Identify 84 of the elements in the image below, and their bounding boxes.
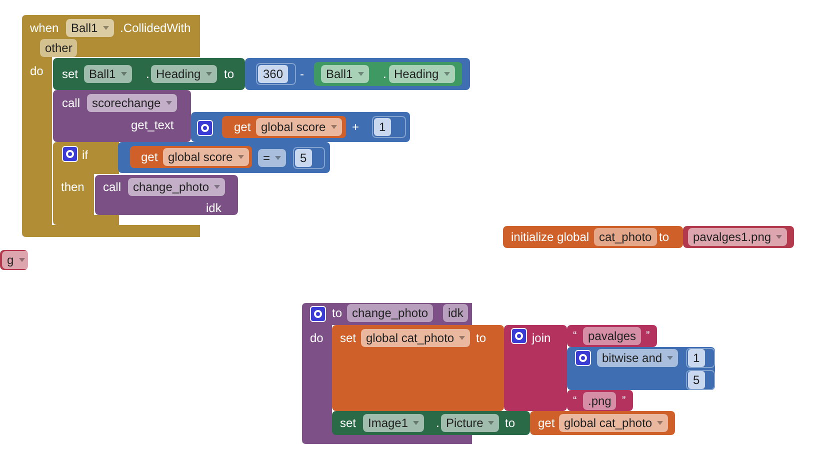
block-keyword: .: [383, 66, 386, 83]
block-keyword: get: [141, 149, 158, 166]
block-keyword: then: [61, 179, 84, 196]
block-keyword: set: [340, 415, 356, 432]
parameter-chip: pavalges: [583, 327, 642, 345]
number-field: 5: [295, 149, 312, 167]
block-keyword: set: [62, 66, 78, 83]
dropdown-field: Ball1: [66, 19, 114, 37]
block-keyword: -: [300, 66, 304, 83]
dropdown-field: =: [258, 149, 286, 167]
code-block: [53, 58, 245, 90]
code-block: [567, 347, 715, 390]
code-block: [293, 147, 325, 169]
block-keyword: .CollidedWith: [120, 20, 191, 37]
quote-mark: “: [573, 394, 577, 409]
code-block: [95, 175, 238, 215]
code-block: [504, 325, 567, 411]
dropdown-field: Ball1: [84, 65, 132, 83]
parameter-chip: .png: [583, 392, 616, 410]
dropdown-field: bitwise and: [597, 349, 678, 367]
block-keyword: to: [505, 415, 516, 432]
dropdown-field: Heading: [151, 65, 217, 83]
code-block: [372, 116, 406, 138]
dropdown-field: global score: [256, 118, 342, 136]
block-keyword: call: [103, 179, 122, 196]
dropdown-field: Heading: [389, 65, 455, 83]
code-block: [686, 370, 715, 390]
quote-mark: “: [573, 329, 577, 344]
block-keyword: get_text: [131, 117, 174, 134]
code-block: [245, 58, 470, 90]
block-keyword: set: [340, 330, 356, 347]
number-field: 5: [688, 371, 705, 389]
dropdown-field: g: [2, 251, 30, 269]
code-block: [503, 226, 683, 248]
code-block: [332, 325, 504, 411]
dropdown-field: global score: [163, 148, 249, 166]
number-field: 1: [374, 118, 391, 136]
block-keyword: get: [234, 119, 251, 136]
number-field: 360: [258, 65, 288, 83]
block-keyword: do: [310, 330, 324, 347]
code-block: [567, 390, 633, 411]
code-block: [191, 112, 410, 142]
block-keyword: do: [30, 63, 44, 80]
block-keyword: when: [30, 20, 59, 37]
block-keyword: to: [659, 229, 670, 246]
dropdown-field: Picture: [441, 414, 500, 432]
block-keyword: join: [532, 330, 551, 347]
block-keyword: .: [146, 66, 150, 83]
dropdown-field: Ball1: [321, 65, 369, 83]
code-block: [118, 142, 330, 173]
block-keyword: to: [476, 330, 486, 347]
code-block: [332, 411, 530, 435]
code-block: [53, 90, 191, 142]
block-keyword: to: [224, 66, 234, 83]
code-block: [683, 226, 794, 248]
block-keyword: if: [82, 147, 88, 164]
dropdown-field: change_photo: [128, 178, 226, 196]
number-field: 1: [688, 349, 705, 367]
dropdown-field: Image1: [363, 414, 424, 432]
block-keyword: .: [436, 415, 440, 432]
dropdown-field: global cat_photo: [361, 329, 470, 347]
parameter-chip: other: [40, 39, 78, 57]
code-block: [256, 63, 296, 85]
code-block: [314, 62, 462, 86]
parameter-chip: cat_photo: [594, 228, 657, 246]
dropdown-field: scorechange: [87, 94, 177, 112]
code-block: [130, 146, 252, 168]
code-block: [530, 411, 675, 435]
c-shaped-code-block: [53, 142, 119, 225]
code-block: [686, 348, 715, 368]
block-keyword: idk: [206, 200, 222, 217]
parameter-chip: idk: [443, 304, 468, 322]
quote-mark: ”: [622, 394, 626, 409]
block-keyword: +: [352, 119, 360, 136]
code-block: [222, 116, 346, 138]
block-keyword: get: [538, 415, 555, 432]
dropdown-field: pavalges1.png: [688, 228, 788, 246]
block-keyword: call: [62, 95, 80, 112]
code-block: [567, 325, 657, 347]
dropdown-field: global cat_photo: [559, 414, 668, 432]
quote-mark: ”: [646, 329, 650, 344]
block-keyword: to: [332, 305, 342, 322]
parameter-chip: change_photo: [347, 304, 434, 322]
block-keyword: initialize global: [511, 229, 590, 246]
